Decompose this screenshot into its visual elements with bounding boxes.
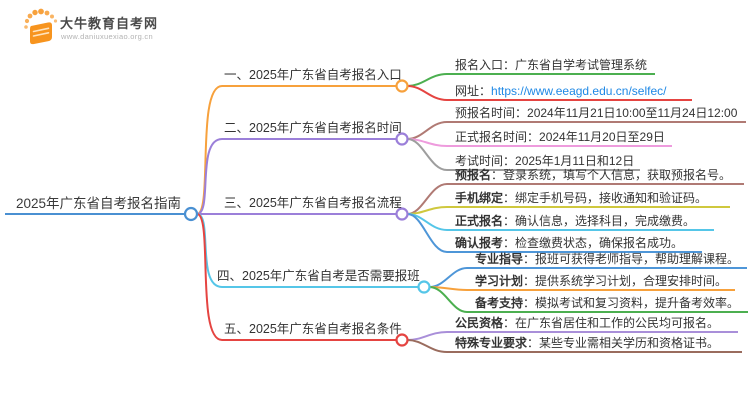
leaf-label: 网址 — [455, 84, 480, 98]
leaf-step-confirm: 确认报考：检查缴费状态，确保报名成功。 — [455, 236, 684, 250]
branch-1-child-2-line — [407, 85, 692, 101]
branch-5-child-2-line — [407, 339, 742, 353]
leaf-special-major-requirements: 特殊专业要求：某些专业需相关学历和资格证书。 — [455, 336, 720, 350]
leaf-step-official-register: 正式报名：确认信息，选择科目，完成缴费。 — [455, 214, 696, 228]
branch-1-line — [196, 85, 397, 215]
branch-2-child-3-line — [407, 138, 640, 171]
branch-4-hub-circle — [417, 280, 431, 294]
leaf-label: 报名入口 — [455, 58, 504, 72]
leaf-exam-time: 考试时间：2025年1月11日和12日 — [455, 154, 635, 168]
leaf-step-pre-register: 预报名：登录系统，填写个人信息，获取预报名号。 — [455, 168, 732, 182]
branch-3-title: 三、2025年广东省自考报名流程 — [224, 196, 402, 210]
branch-5-line — [196, 213, 397, 341]
leaf-step-phone-binding: 手机绑定：绑定手机号码，接收通知和验证码。 — [455, 191, 708, 205]
leaf-entry-url: 网址：https://www.eeagd.edu.cn/selfec/ — [455, 84, 667, 98]
branch-5-hub-circle — [395, 333, 409, 347]
root-topic: 2025年广东省自考报名指南 — [16, 196, 182, 211]
site-logo: 大牛教育自考网 www.daniuxuexiao.org.cn — [0, 0, 220, 52]
leaf-exam-prep-support: 备考支持：模拟考试和复习资料，提升备考效率。 — [475, 296, 740, 310]
book-with-rays-icon — [24, 8, 58, 45]
leaf-value: 广东省自学考试管理系统 — [515, 58, 648, 72]
branch-1-hub-circle — [395, 79, 409, 93]
branch-2-hub-circle — [395, 132, 409, 146]
leaf-pre-registration-time: 预报名时间：2024年11月21日10:00至11月24日12:00 — [455, 106, 738, 120]
registration-url-link[interactable]: https://www.eeagd.edu.cn/selfec/ — [491, 84, 667, 98]
branch-3-hub-circle — [395, 207, 409, 221]
branch-4-child-3-line — [429, 286, 748, 313]
branch-5-title: 五、2025年广东省自考报名条件 — [224, 322, 402, 336]
branch-2-title: 二、2025年广东省自考报名时间 — [224, 121, 402, 135]
logo-url: www.daniuxuexiao.org.cn — [61, 32, 153, 41]
leaf-entry-portal: 报名入口：广东省自学考试管理系统 — [455, 58, 648, 72]
root-hub-circle — [183, 206, 199, 222]
branch-3-child-4-line — [407, 213, 702, 253]
branch-3-child-2-line — [407, 206, 730, 215]
branch-4-title: 四、2025年广东省自考是否需要报班 — [217, 269, 420, 283]
leaf-official-registration-time: 正式报名时间：2024年11月20日至29日 — [455, 130, 665, 144]
branch-1-title: 一、2025年广东省自考报名入口 — [224, 68, 402, 82]
leaf-professional-guidance: 专业指导：报班可获得老师指导，帮助理解课程。 — [475, 252, 740, 266]
leaf-citizen-eligibility: 公民资格：在广东省居住和工作的公民均可报名。 — [455, 316, 720, 330]
logo-title: 大牛教育自考网 — [60, 16, 159, 31]
branch-2-line — [196, 138, 397, 215]
leaf-study-plan: 学习计划：提供系统学习计划，合理安排时间。 — [475, 274, 728, 288]
